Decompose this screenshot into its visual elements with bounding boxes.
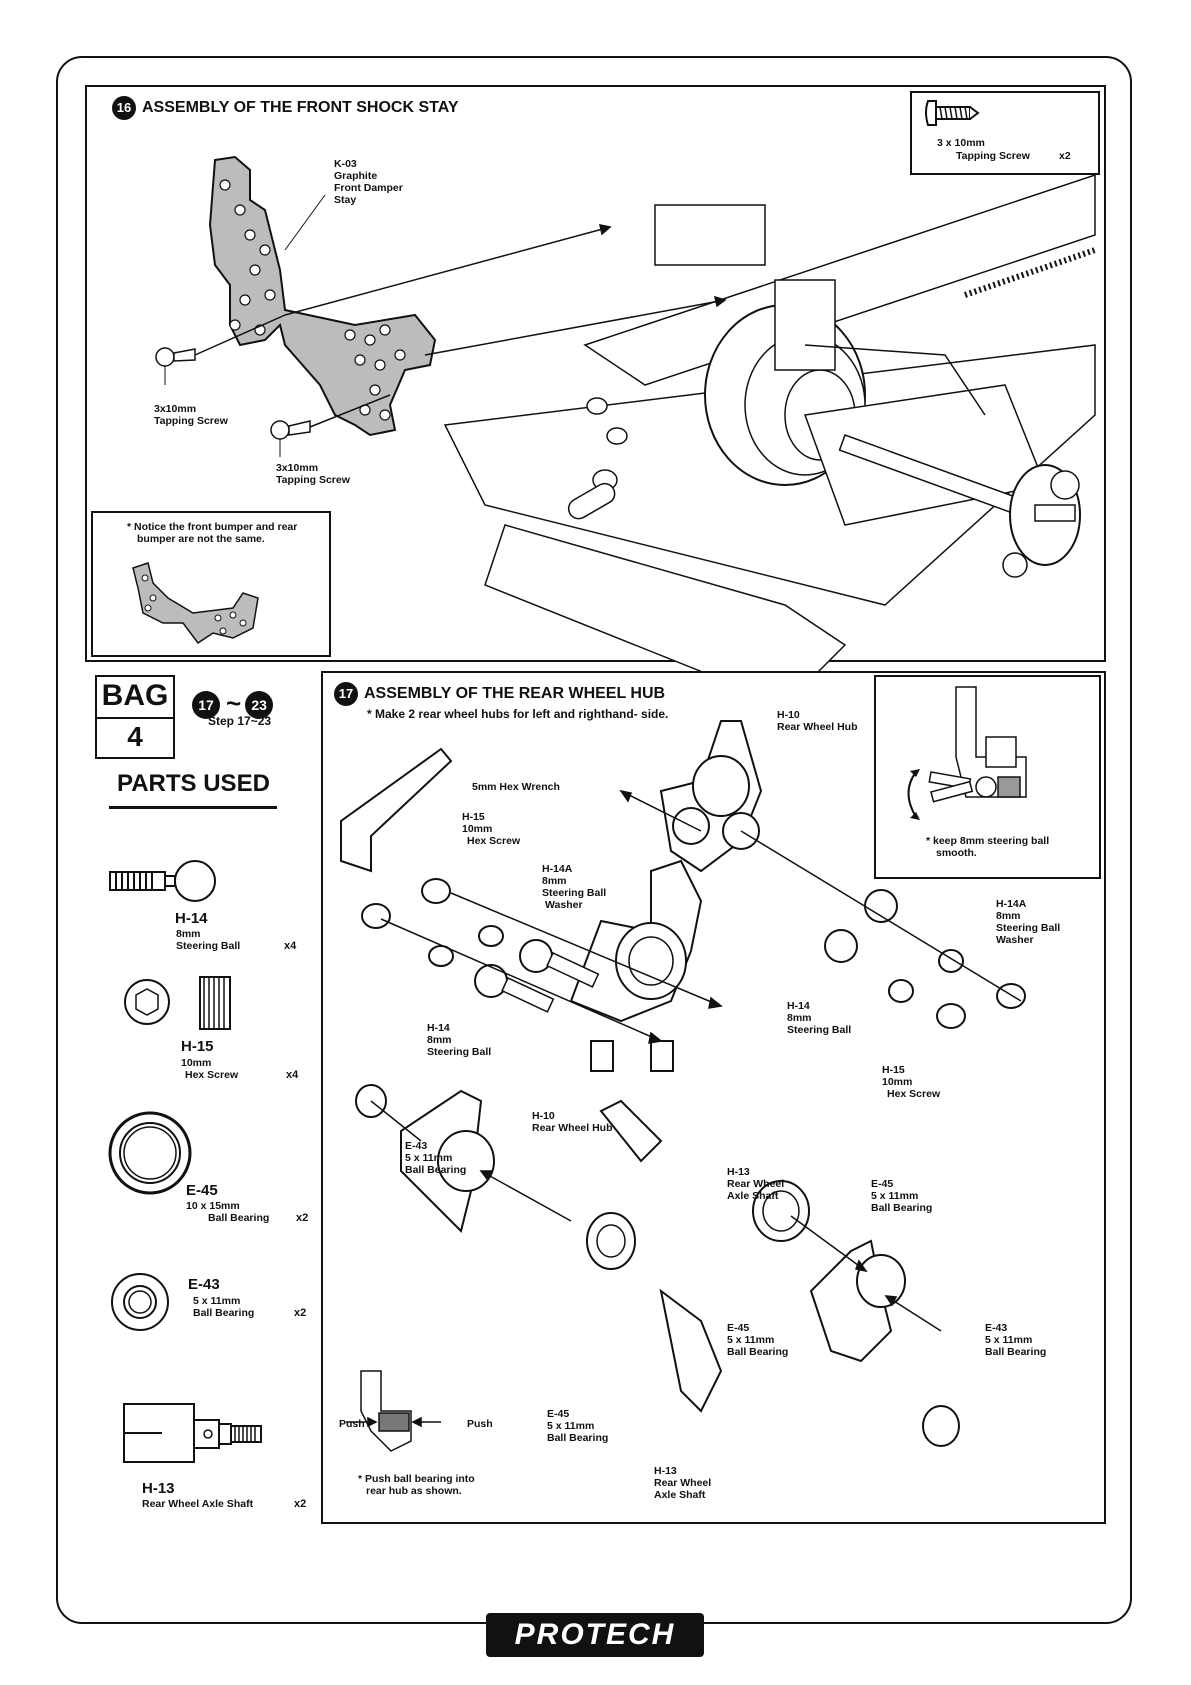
inset-screw-name: Tapping Screw (956, 150, 1030, 162)
step17-number: 17 (334, 682, 358, 706)
step16-screw-inset: 3 x 10mm Tapping Screw x2 (910, 91, 1100, 175)
step16-number: 16 (112, 96, 136, 120)
tapping-screw-icon (925, 100, 980, 126)
ball-bearing-large-icon (108, 1111, 192, 1195)
protech-logo: PROTECH (486, 1613, 704, 1657)
part-h13-desc: Rear Wheel Axle Shaft (142, 1498, 254, 1510)
bag-step-range: 17~23 (192, 688, 279, 720)
part-h14-code: H-14 (175, 910, 208, 927)
hex-screw-icon (124, 976, 231, 1030)
part-h15-code: H-15 (181, 1038, 214, 1055)
label-push-right: Push (467, 1418, 493, 1430)
bumper-comparison-icon (132, 562, 259, 645)
steering-ball-icon (109, 860, 216, 902)
step17-subtitle: * Make 2 rear wheel hubs for left and ri… (367, 707, 669, 721)
parts-used-underline (109, 806, 277, 809)
chassis-illustration (155, 155, 1096, 706)
inset-screw-size: 3 x 10mm (937, 137, 985, 149)
part-e43-code: E-43 (188, 1276, 220, 1293)
part-h14-qty: x4 (284, 940, 297, 952)
part-h13-qty: x2 (294, 1498, 307, 1510)
bag-box: BAG 4 (95, 675, 175, 759)
parts-used-heading: PARTS USED (117, 770, 270, 797)
part-h15-qty: x4 (286, 1069, 299, 1081)
ball-bearing-small-icon (111, 1273, 169, 1331)
inset-screw-qty: x2 (1059, 150, 1071, 162)
part-e43-qty: x2 (294, 1307, 307, 1319)
rear-hub-exploded-illustration (340, 720, 1026, 1452)
part-e45-qty: x2 (296, 1212, 309, 1224)
label-push-left: Push (339, 1418, 365, 1430)
bag-step-text: Step 17~23 (208, 714, 272, 728)
axle-shaft-icon (123, 1403, 262, 1463)
label-hex-wrench: 5mm Hex Wrench (472, 781, 560, 793)
steering-ball-detail-icon (907, 686, 1027, 820)
part-h13-code: H-13 (142, 1480, 175, 1497)
bag-label: BAG (101, 679, 169, 712)
bag-number: 4 (127, 721, 143, 752)
part-e45-code: E-45 (186, 1182, 218, 1199)
